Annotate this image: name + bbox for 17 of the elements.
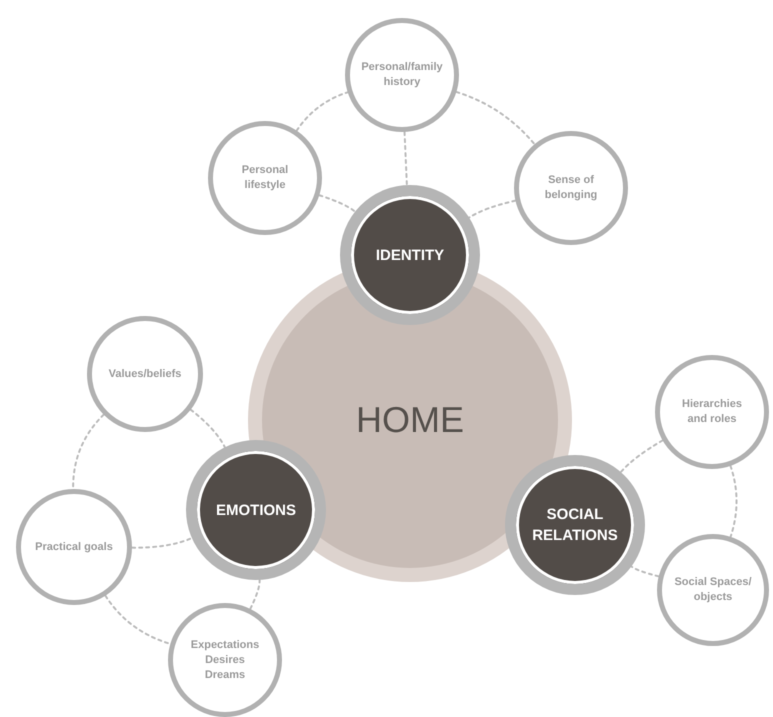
node-label: Hierarchies and roles [681, 397, 743, 427]
node-label: Values/beliefs [108, 366, 182, 382]
node-label: Practical goals [34, 540, 114, 554]
dashed-connector [620, 439, 664, 474]
node-label: SOCIAL RELATIONS [531, 505, 619, 546]
node-label: Expectations Desires Dreams [190, 638, 260, 682]
node-label: Personal lifestyle [240, 163, 290, 193]
node-label: Social Spaces/ objects [673, 575, 753, 605]
dashed-connector [72, 414, 105, 490]
node-label: Personal/family history [360, 60, 444, 90]
node-label: IDENTITY [374, 246, 446, 266]
node-label: Sense of belonging [544, 173, 598, 203]
node-label: EMOTIONS [214, 500, 297, 520]
node-label: HOME [356, 398, 464, 442]
dashed-connector [468, 200, 516, 219]
dashed-connector [249, 578, 261, 610]
dashed-connector [404, 130, 408, 186]
